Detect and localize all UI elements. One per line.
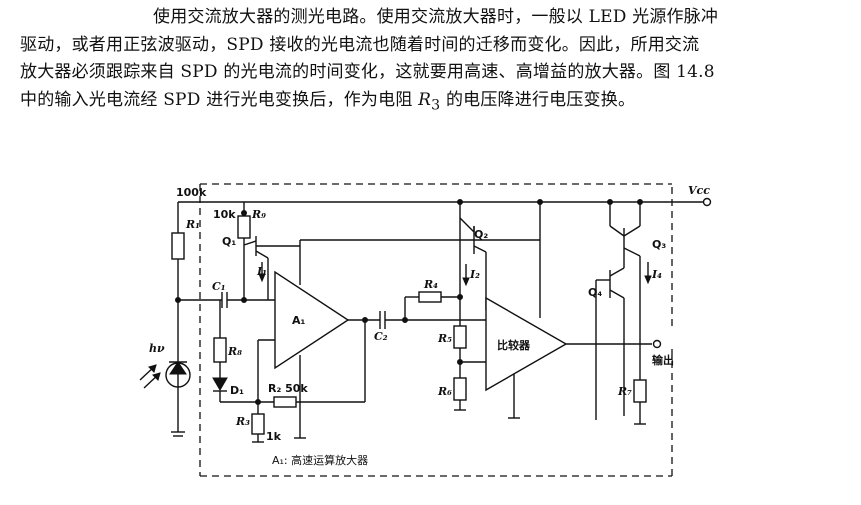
label-1k: 1k <box>266 430 282 443</box>
paragraph-line-1: 使用交流放大器的测光电路。使用交流放大器时，一般以 LED 光源作脉冲 <box>153 7 719 27</box>
label-i1: I₁ <box>256 265 267 278</box>
capacitor-c2 <box>348 311 486 329</box>
label-a1: A₁ <box>292 314 306 327</box>
label-100k: 100k <box>176 186 207 199</box>
label-comparator: 比较器 <box>497 338 531 352</box>
label-r9: R₉ <box>251 208 266 221</box>
resistor-r1 <box>171 232 185 260</box>
capacitor-c1 <box>175 292 275 308</box>
comparator <box>485 199 662 419</box>
figure-caption: A₁: 高速运算放大器 <box>272 453 368 467</box>
paragraph-line-4: 中的输入光电流经 SPD 进行光电变换后，作为电阻 R3 的电压降进行电压变换。 <box>20 87 850 120</box>
resistor-r8 <box>213 337 227 363</box>
label-output: 输出 <box>652 353 674 367</box>
resistor-symbol-r: R <box>418 89 432 110</box>
label-r8: R₈ <box>227 345 242 358</box>
divider-r5-r6 <box>453 294 486 411</box>
bias-r8-d1 <box>212 300 228 402</box>
label-vcc: Vcc <box>688 184 710 197</box>
resistor-r6 <box>453 377 467 401</box>
feedback-network <box>220 320 366 443</box>
label-hv: hν <box>149 342 165 355</box>
q2-stage <box>299 199 540 310</box>
label-r4: R₄ <box>423 278 438 291</box>
resistor-subscript: 3 <box>431 96 441 113</box>
diode-d1 <box>212 377 228 391</box>
label-i4: I₄ <box>651 268 662 281</box>
label-r1: R₁ <box>185 218 200 231</box>
label-d1: D₁ <box>230 384 244 397</box>
light-arrows-icon <box>139 364 161 389</box>
vcc-rail <box>178 197 712 207</box>
q1-stage <box>237 202 300 300</box>
paragraph-line-3: 放大器必须跟踪来自 SPD 的光电流的时间变化，这就要用高速、高增益的放大器。图… <box>20 62 715 82</box>
label-c1: C₁ <box>212 280 226 293</box>
resistor-r2 <box>273 396 297 408</box>
paragraph-line-4-start: 中的输入光电流经 SPD 进行光电变换后，作为电阻 <box>20 89 419 110</box>
input-branch <box>139 202 191 437</box>
label-r3: R₃ <box>235 415 250 428</box>
label-q1: Q₁ <box>222 235 236 248</box>
resistor-r5 <box>453 325 467 349</box>
resistor-r4 <box>418 291 442 303</box>
label-r2-50k: R₂ 50k <box>268 382 308 395</box>
resistor-r3 <box>251 413 265 435</box>
label-q2: Q₂ <box>474 228 488 241</box>
label-r7: R₇ <box>617 385 632 398</box>
photodiode-spd <box>165 361 191 392</box>
resistor-r9 <box>237 215 251 239</box>
paragraph-line-2: 驱动，或者用正弦波驱动，SPD 接收的光电流也随着时间的迁移而变化。因此，所用交… <box>20 34 700 55</box>
label-r5: R₅ <box>437 332 452 345</box>
label-q3: Q₃ <box>652 238 666 251</box>
label-c2: C₂ <box>374 330 388 343</box>
description-paragraph: 使用交流放大器的测光电路。使用交流放大器时，一般以 LED 光源作脉冲 驱动，或… <box>20 4 850 119</box>
q3-q4-stage <box>595 199 652 425</box>
label-r6: R₆ <box>437 385 452 398</box>
resistor-r4-branch <box>404 291 460 320</box>
label-i2: I₂ <box>469 268 480 281</box>
opamp-a1 <box>257 246 350 439</box>
paragraph-line-4-end: 的电压降进行电压变换。 <box>440 89 636 110</box>
dashed-enclosure <box>199 183 673 477</box>
label-q4: Q₄ <box>588 286 602 299</box>
label-10k: 10k <box>213 208 236 221</box>
resistor-r7 <box>633 379 647 403</box>
